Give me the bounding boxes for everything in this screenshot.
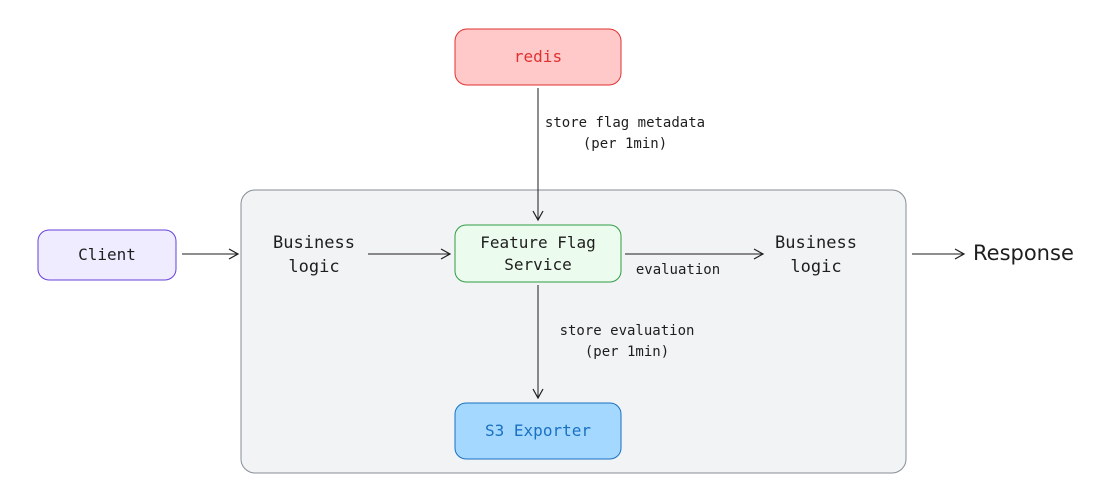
business-logic-right-line1: Business xyxy=(775,233,857,253)
client-label: Client xyxy=(78,245,136,264)
business-logic-right-line2: logic xyxy=(790,257,841,277)
edge-label-store-evaluation-interval: (per 1min) xyxy=(585,344,669,360)
edge-label-store-flag-metadata: store flag metadata xyxy=(545,115,705,131)
response-label: Response xyxy=(973,241,1074,265)
edge-label-evaluation: evaluation xyxy=(636,262,720,278)
edge-label-store-flag-metadata-interval: (per 1min) xyxy=(583,136,667,152)
feature-flag-service-label-line2: Service xyxy=(504,255,571,274)
redis-node[interactable]: redis xyxy=(454,28,622,86)
s3-exporter-label: S3 Exporter xyxy=(485,421,591,440)
feature-flag-service-node[interactable]: Feature Flag Service xyxy=(454,224,622,283)
redis-label: redis xyxy=(514,47,562,66)
s3-exporter-node[interactable]: S3 Exporter xyxy=(454,402,622,460)
feature-flag-service-label-line1: Feature Flag xyxy=(480,233,596,252)
edge-label-store-evaluation: store evaluation xyxy=(560,323,695,339)
service-container xyxy=(240,189,907,474)
business-logic-left-line2: logic xyxy=(288,257,339,277)
client-node[interactable]: Client xyxy=(37,229,177,281)
business-logic-left-line1: Business xyxy=(273,233,355,253)
